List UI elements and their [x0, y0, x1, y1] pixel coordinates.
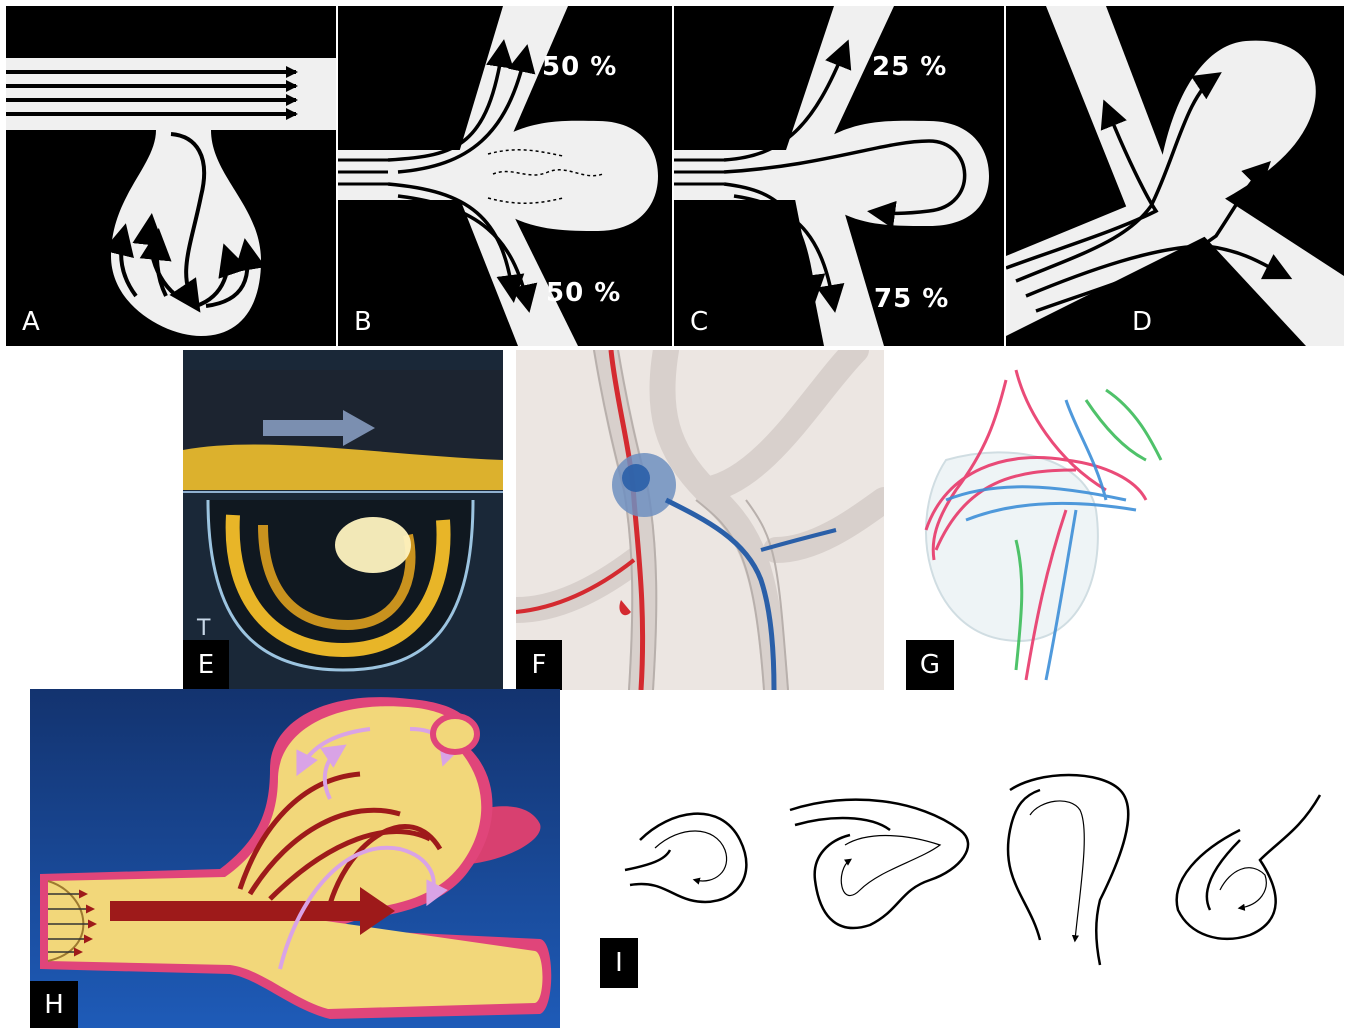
outflow-top-percent: 25 % — [872, 52, 947, 82]
sketch-2 — [790, 800, 968, 928]
panel-f-vessel-model-photo: F — [516, 350, 884, 690]
outflow-bottom-percent: 50 % — [546, 278, 621, 308]
daughter-sac — [433, 716, 477, 752]
panel-b-schematic — [338, 6, 672, 346]
panel-label-i: I — [600, 938, 638, 988]
panel-d-schematic — [1006, 6, 1344, 346]
panel-c-schematic — [674, 6, 1004, 346]
panel-label-g: G — [906, 640, 954, 690]
panel-label-h: H — [30, 981, 78, 1028]
panel-i-flow-pattern-sketches: I — [600, 770, 1340, 1000]
outflow-bottom-percent: 75 % — [874, 284, 949, 314]
panel-i-sketches — [600, 770, 1340, 1000]
panel-label-f: F — [516, 640, 562, 690]
aneurysm-sac — [111, 130, 261, 336]
bifurcation-vessels — [1006, 6, 1344, 346]
panel-e-dye-flow-photo: T E — [183, 350, 503, 690]
panel-g-streamline-simulation: G — [906, 350, 1186, 690]
panel-f-illustration — [516, 350, 884, 690]
panel-h-illustration — [30, 689, 560, 1028]
panel-d-bifurcation-vortex: D — [1006, 6, 1344, 346]
panel-label-b: B — [354, 309, 372, 335]
outflow-top-percent: 50 % — [542, 52, 617, 82]
panel-c-terminal-aneurysm-asymmetric: 25 % 75 % C — [674, 6, 1004, 346]
sketch-3 — [1008, 775, 1128, 965]
panel-b-terminal-aneurysm-symmetric: 50 % 50 % B — [338, 6, 672, 346]
panel-a-sidewall-aneurysm-flow: A — [6, 6, 336, 346]
vortex-core — [335, 517, 411, 573]
panel-label-c: C — [690, 309, 708, 335]
panel-h-aneurysm-flow-illustration: H — [30, 689, 560, 1028]
panel-label-a: A — [22, 309, 40, 335]
aneurysm-sac — [1156, 41, 1316, 216]
aneurysm-outline — [926, 452, 1098, 641]
panel-e-corner-text: T — [197, 618, 210, 640]
sketch-1 — [625, 814, 746, 902]
panel-label-e: E — [183, 640, 229, 690]
panel-g-illustration — [906, 350, 1186, 690]
panel-e-illustration — [183, 350, 503, 690]
panel-label-d: D — [1132, 309, 1152, 335]
sketch-4 — [1177, 795, 1320, 939]
panel-a-schematic — [6, 6, 336, 346]
